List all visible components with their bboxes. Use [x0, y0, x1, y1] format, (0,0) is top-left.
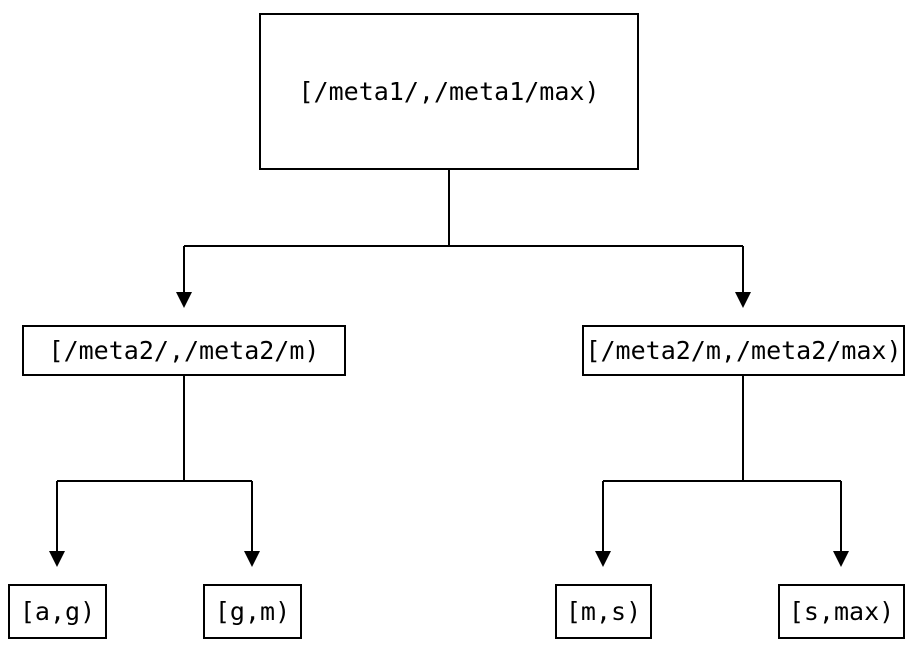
node-leaf-s-max: [s,max)	[778, 584, 905, 639]
node-label: [m,s)	[565, 597, 642, 626]
node-label: [/meta1/,/meta1/max)	[298, 77, 600, 106]
arrow-down-icon	[595, 551, 611, 567]
node-meta1-range: [/meta1/,/meta1/max)	[259, 13, 639, 170]
node-label: [/meta2/,/meta2/m)	[48, 336, 320, 365]
node-meta2-right-range: [/meta2/m,/meta2/max)	[582, 325, 905, 376]
node-label: [s,max)	[788, 597, 895, 626]
node-leaf-a-g: [a,g)	[8, 584, 107, 639]
node-leaf-m-s: [m,s)	[555, 584, 652, 639]
node-label: [a,g)	[19, 597, 96, 626]
node-leaf-g-m: [g,m)	[203, 584, 302, 639]
arrow-down-icon	[244, 551, 260, 567]
node-label: [/meta2/m,/meta2/max)	[585, 336, 902, 365]
node-meta2-left-range: [/meta2/,/meta2/m)	[22, 325, 346, 376]
node-label: [g,m)	[214, 597, 291, 626]
arrow-down-icon	[49, 551, 65, 567]
arrow-down-icon	[735, 292, 751, 308]
arrow-down-icon	[833, 551, 849, 567]
arrow-down-icon	[176, 292, 192, 308]
